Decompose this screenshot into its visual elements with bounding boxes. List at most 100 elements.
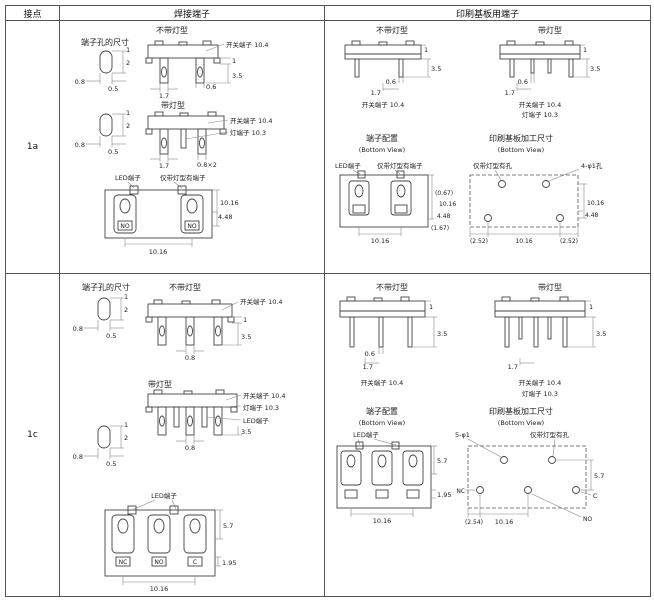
section-title: 不带灯型 [376,25,408,35]
terminal-hole-drawing-2: 2 1 0.8 0.5 [73,421,128,468]
terminal-hole-drawing: 2 1 0.8 0.5 [75,46,130,93]
section-title: 端子配置 [366,406,398,416]
dim-label: 3.5 [431,65,441,73]
dim-label: (0.67) [435,190,453,197]
dim-label: 10.16 [439,201,456,208]
dim-label: 1.7 [363,363,373,371]
dim-label: 0.8 [185,354,195,362]
dim-label: 0.8 [185,444,195,452]
section-title: 端子孔的尺寸 [81,37,129,47]
dim-label: 5.7 [594,472,604,480]
drawing-1a-pcb: 不带灯型 带灯型 1 3.5 0.6 1.7 开关端子 10.4 [335,25,604,245]
dim-label: 4.48 [585,212,599,219]
dim-label: (2.54) [465,519,483,526]
part-label: 5-φ1 [455,431,470,439]
dim-label: 3.5 [241,333,251,341]
cell-1a-pcb: 不带灯型 带灯型 1 3.5 0.6 1.7 开关端子 10.4 [325,21,650,274]
part-label: 4-φ1孔 [581,162,603,170]
dim-label: (2.52) [560,238,578,245]
dim-label: 10.16 [150,585,169,593]
dim-label: 0.8 [73,325,83,333]
side-view-no-lamp-1c: 开关端子 10.4 1 3.5 0.8 [145,297,283,362]
note-label: 仅带灯型有孔 [530,430,570,439]
dim-label: 1.95 [222,559,236,567]
pcb-side-lamp-1c: 1 3.5 1.7 开关端子 10.4 灯端子 10.3 [494,296,606,398]
dim-label: 10.16 [495,518,514,526]
part-label: 开关端子 10.4 [240,297,283,306]
section-subtitle: (Bottom View) [359,419,405,427]
dim-label: (2.52) [470,238,488,245]
dim-label: 1 [126,46,130,54]
row-label-1a: 1a [6,21,60,274]
cell-1c-solder: 端子孔的尺寸 不带灯型 2 1 0.8 0.5 [60,274,325,596]
dim-label: 0.5 [106,460,116,468]
drawing-1a-solder: 不带灯型 端子孔的尺寸 2 1 0.8 0.5 [75,25,273,256]
contact-label: NO [187,223,196,230]
dim-label: 1 [429,303,433,311]
dim-label: 1.7 [159,92,169,100]
section-title: 带灯型 [148,379,172,389]
dim-label: 1.7 [508,363,518,371]
terminal-config-1c: LED端子 5.7 1.95 10.16 [336,430,451,525]
part-label: 开关端子 10.4 [361,378,404,387]
section-title: 带灯型 [538,25,562,35]
dim-label: 1 [124,421,128,429]
part-label: LED端子 [243,416,269,425]
dim-label: 1.95 [437,491,451,499]
col-header-pcb: 印刷基板用端子 [325,6,650,21]
dim-label: 1.7 [505,89,515,97]
pcb-holes-1c: 5-φ1 仅带灯型有孔 NC C NO 5.7 [455,430,604,526]
part-label: LED端子 [115,173,141,182]
dim-label: 10.16 [515,238,532,245]
dim-label: 5.7 [223,522,233,530]
section-title: 带灯型 [538,282,562,292]
dim-label: 0.8×2 [197,161,217,169]
dim-label: 0.5 [106,332,116,340]
section-subtitle: (Bottom View) [359,146,405,154]
part-label: LED端子 [335,161,361,170]
bottom-view-1a: LED端子 仅带灯型有端子 NO NO 10.16 4.4 [104,173,239,256]
dim-label: 2 [124,434,128,442]
dim-label: 2 [124,306,128,314]
side-view-lamp-1c: 开关端子 10.4 灯端子 10.3 LED端子 3.5 0.8 [145,389,286,452]
note-label: 仅带灯型有端子 [377,161,423,170]
dim-label: 10.16 [149,248,168,256]
dim-label: 10.16 [371,237,390,245]
section-title: 印刷基板加工尺寸 [489,133,553,143]
part-label: 开关端子 10.4 [243,391,286,400]
dim-label: 0.6 [518,78,528,86]
part-label: 开关端子 10.4 [226,40,269,49]
drawing-1c-solder: 端子孔的尺寸 不带灯型 2 1 0.8 0.5 [73,282,286,593]
dim-label: 2 [126,122,130,130]
dim-label: 1 [424,46,428,54]
dim-label: 3.5 [437,330,447,338]
note-label: 仅带灯型有端子 [160,173,206,182]
drawing-1c-pcb: 不带灯型 带灯型 1 3.5 0.6 1.7 开关端子 10.4 [336,282,606,526]
contact-label: C [593,493,597,500]
dim-label: 4.48 [218,213,232,221]
dim-label: 0.6 [386,78,396,86]
part-label: 开关端子 10.4 [519,100,562,109]
dim-label: 10.16 [220,199,239,207]
bottom-view-1c: LED端子 NC NO C 5.7 [104,491,236,593]
pcb-side-lamp: 1 3.5 0.6 1.7 开关端子 10.4 灯端子 10.3 [499,40,600,119]
contact-label: NC [456,488,465,495]
dim-label: 0.5 [108,85,118,93]
pcb-side-no-lamp: 1 3.5 0.6 1.7 开关端子 10.4 [344,40,441,109]
part-label: 开关端子 10.4 [362,100,405,109]
dim-label: 0.6 [365,350,375,358]
part-label: 灯端子 10.3 [243,403,279,412]
part-label: LED端子 [151,491,177,500]
terminal-hole-drawing: 2 1 0.8 0.5 [73,293,128,340]
part-label: LED端子 [353,430,379,439]
part-label: 灯端子 10.3 [522,389,558,398]
contact-label: C [193,559,197,566]
col-header-contact: 接点 [6,6,60,21]
part-label: 开关端子 10.4 [230,116,273,125]
section-title: 带灯型 [161,100,185,110]
dim-label: 1 [589,303,593,311]
part-label: 开关端子 10.4 [519,378,562,387]
dim-label: 1.7 [371,89,381,97]
col-header-solder: 焊接端子 [60,6,325,21]
